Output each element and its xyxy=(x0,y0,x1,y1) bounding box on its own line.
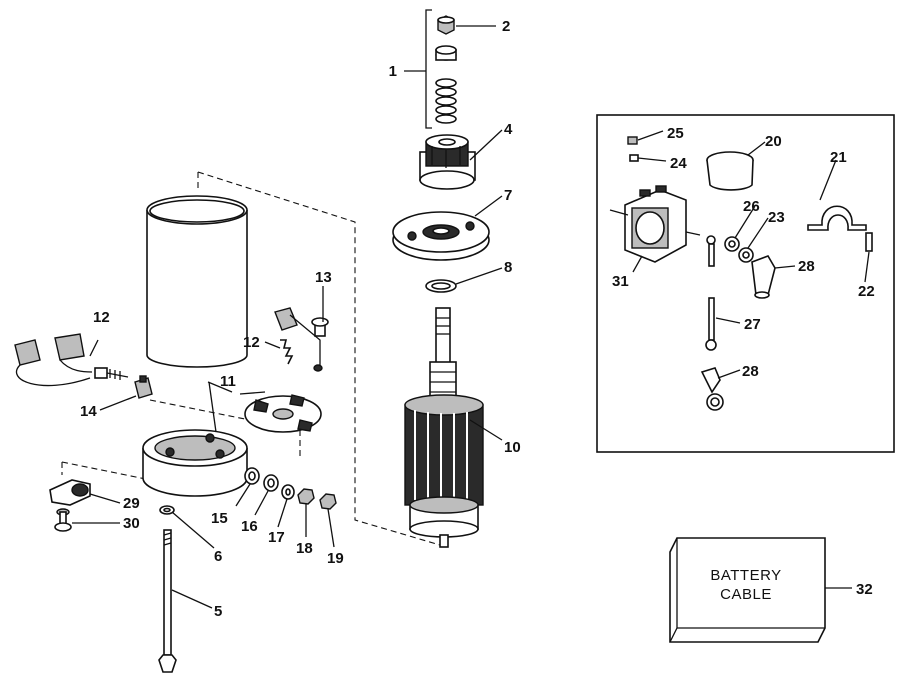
assembly-dashed-lines xyxy=(61,171,441,546)
callout-23: 23 xyxy=(768,209,785,226)
callout-27: 27 xyxy=(744,316,761,333)
drive-end-frame xyxy=(392,211,490,261)
callout-8: 8 xyxy=(504,259,512,276)
callout-15: 15 xyxy=(211,510,228,527)
callout-1: 1 xyxy=(389,63,397,80)
callout-4: 4 xyxy=(504,121,513,138)
brush-plate xyxy=(244,394,322,433)
callout-12-left: 12 xyxy=(93,309,110,326)
armature xyxy=(404,307,484,548)
callout-17: 17 xyxy=(268,529,285,546)
callout-11: 11 xyxy=(220,373,236,390)
callout-7: 7 xyxy=(504,187,512,204)
battery-cable-part: BATTERY CABLE xyxy=(669,537,826,643)
solenoid-inset xyxy=(596,114,895,453)
callout-31: 31 xyxy=(612,273,629,290)
pinion-stop-assembly xyxy=(425,9,457,129)
brush-lead-set xyxy=(14,333,129,387)
terminal-block xyxy=(134,375,153,399)
callout-leaders xyxy=(72,25,870,609)
callout-28-upper: 28 xyxy=(798,258,815,275)
callout-19: 19 xyxy=(327,550,344,567)
callout-5: 5 xyxy=(214,603,222,620)
callout-16: 16 xyxy=(241,518,258,535)
callout-12-right: 12 xyxy=(243,334,260,351)
callout-24: 24 xyxy=(670,155,687,172)
through-bolt xyxy=(158,505,177,673)
callout-6: 6 xyxy=(214,548,222,565)
callout-30: 30 xyxy=(123,515,140,532)
callout-25: 25 xyxy=(667,125,684,142)
commutator-end-cap xyxy=(142,429,248,497)
battery-cable-label-line1: BATTERY xyxy=(710,567,781,584)
callout-21: 21 xyxy=(830,149,847,166)
callout-10: 10 xyxy=(504,439,521,456)
drive-pinion-gear xyxy=(419,134,476,190)
callout-29: 29 xyxy=(123,495,140,512)
callout-28-lower: 28 xyxy=(742,363,759,380)
callout-26: 26 xyxy=(743,198,760,215)
thrust-washer xyxy=(425,279,457,293)
mounting-bracket xyxy=(49,479,91,532)
battery-cable-label-line2: CABLE xyxy=(720,586,772,603)
terminal-hardware xyxy=(244,467,337,510)
callout-labels: 1 2 4 7 8 10 11 12 13 12 14 15 16 17 18 … xyxy=(80,18,875,620)
brush-and-spring-set xyxy=(274,307,329,372)
callout-14: 14 xyxy=(80,403,97,420)
callout-13: 13 xyxy=(315,269,332,286)
callout-22: 22 xyxy=(858,283,875,300)
callout-2: 2 xyxy=(502,18,510,35)
callout-32: 32 xyxy=(856,581,873,598)
callout-18: 18 xyxy=(296,540,313,557)
field-frame-housing xyxy=(146,195,248,368)
callout-20: 20 xyxy=(765,133,782,150)
